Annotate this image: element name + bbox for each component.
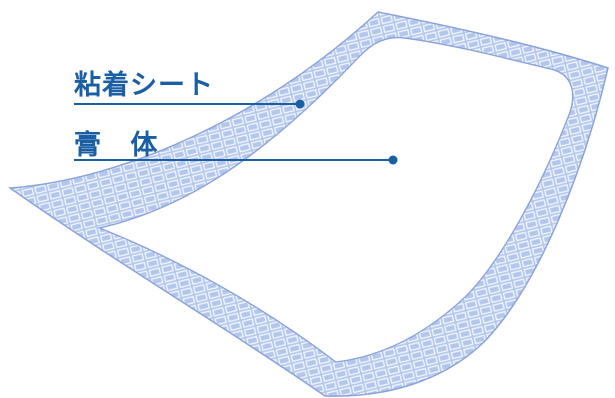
adhesive-sheet-label: 粘着シート <box>74 70 214 101</box>
paste-body-shape <box>97 37 574 363</box>
paste-body-leader-dot <box>388 155 398 165</box>
paste-body-label: 膏 体 <box>74 130 168 161</box>
adhesive-sheet-leader-dot <box>295 99 305 109</box>
